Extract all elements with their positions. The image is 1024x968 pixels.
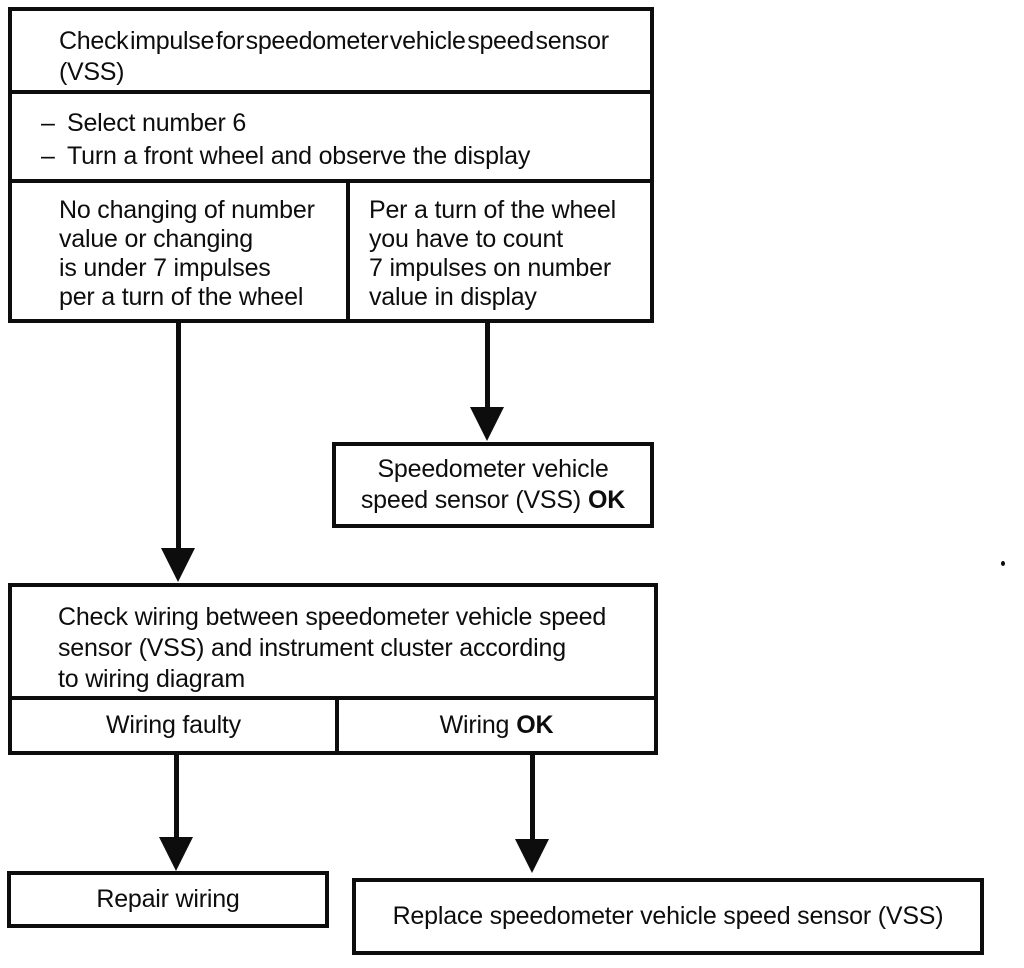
scan-artifact-dot xyxy=(1001,561,1005,566)
arrow-wiring-ok-arrowhead-icon xyxy=(515,839,549,873)
vss-ok-label: OK xyxy=(588,486,626,514)
vss-ok-line1: Speedometer vehicle xyxy=(377,455,609,483)
dash-bullet: – xyxy=(41,109,55,137)
procedure-steps: – Select number 6 – Turn a front wheel a… xyxy=(12,94,650,183)
arrow-wiring-ok-line xyxy=(530,755,535,840)
wiring-ok-label: OK xyxy=(516,711,554,739)
vss-ok-line2-prefix: speed sensor (VSS) xyxy=(360,486,581,514)
check-wiring-title: Check wiring between speedometer vehicle… xyxy=(12,587,654,700)
arrow-wiring-faulty-line xyxy=(174,755,179,838)
wiring-faulty-cell: Wiring faulty xyxy=(12,700,339,751)
dash-bullet: – xyxy=(41,142,55,170)
arrow-no-impulse-line xyxy=(176,323,181,549)
step-item: – Turn a front wheel and observe the dis… xyxy=(41,140,650,173)
branch-impulse-ok-cell: Per a turn of the wheel you have to coun… xyxy=(369,196,616,311)
step-item: – Select number 6 xyxy=(41,107,650,140)
wiring-ok-prefix: Wiring xyxy=(439,711,510,739)
step-text: Select number 6 xyxy=(67,109,247,137)
arrow-impulse-ok-line xyxy=(485,323,490,409)
repair-wiring-box: Repair wiring xyxy=(7,871,329,928)
check-impulse-box: Check impulse for speedometer vehicle sp… xyxy=(8,7,654,323)
check-impulse-title: Check impulse for speedometer vehicle sp… xyxy=(12,11,650,94)
step-text: Turn a front wheel and observe the displ… xyxy=(67,142,531,170)
check-wiring-box: Check wiring between speedometer vehicle… xyxy=(8,583,658,755)
branch-no-impulse-cell: No changing of number value or changing … xyxy=(12,183,350,319)
arrow-impulse-ok-arrowhead-icon xyxy=(470,407,504,441)
replace-sensor-box: Replace speedometer vehicle speed sensor… xyxy=(352,878,984,955)
vss-ok-box: Speedometer vehicle speed sensor (VSS)OK xyxy=(332,442,654,528)
arrow-wiring-faulty-arrowhead-icon xyxy=(159,837,193,871)
vss-ok-line2: speed sensor (VSS)OK xyxy=(361,485,625,516)
arrow-no-impulse-arrowhead-icon xyxy=(161,548,195,582)
branch-results-row: No changing of number value or changing … xyxy=(12,183,650,319)
